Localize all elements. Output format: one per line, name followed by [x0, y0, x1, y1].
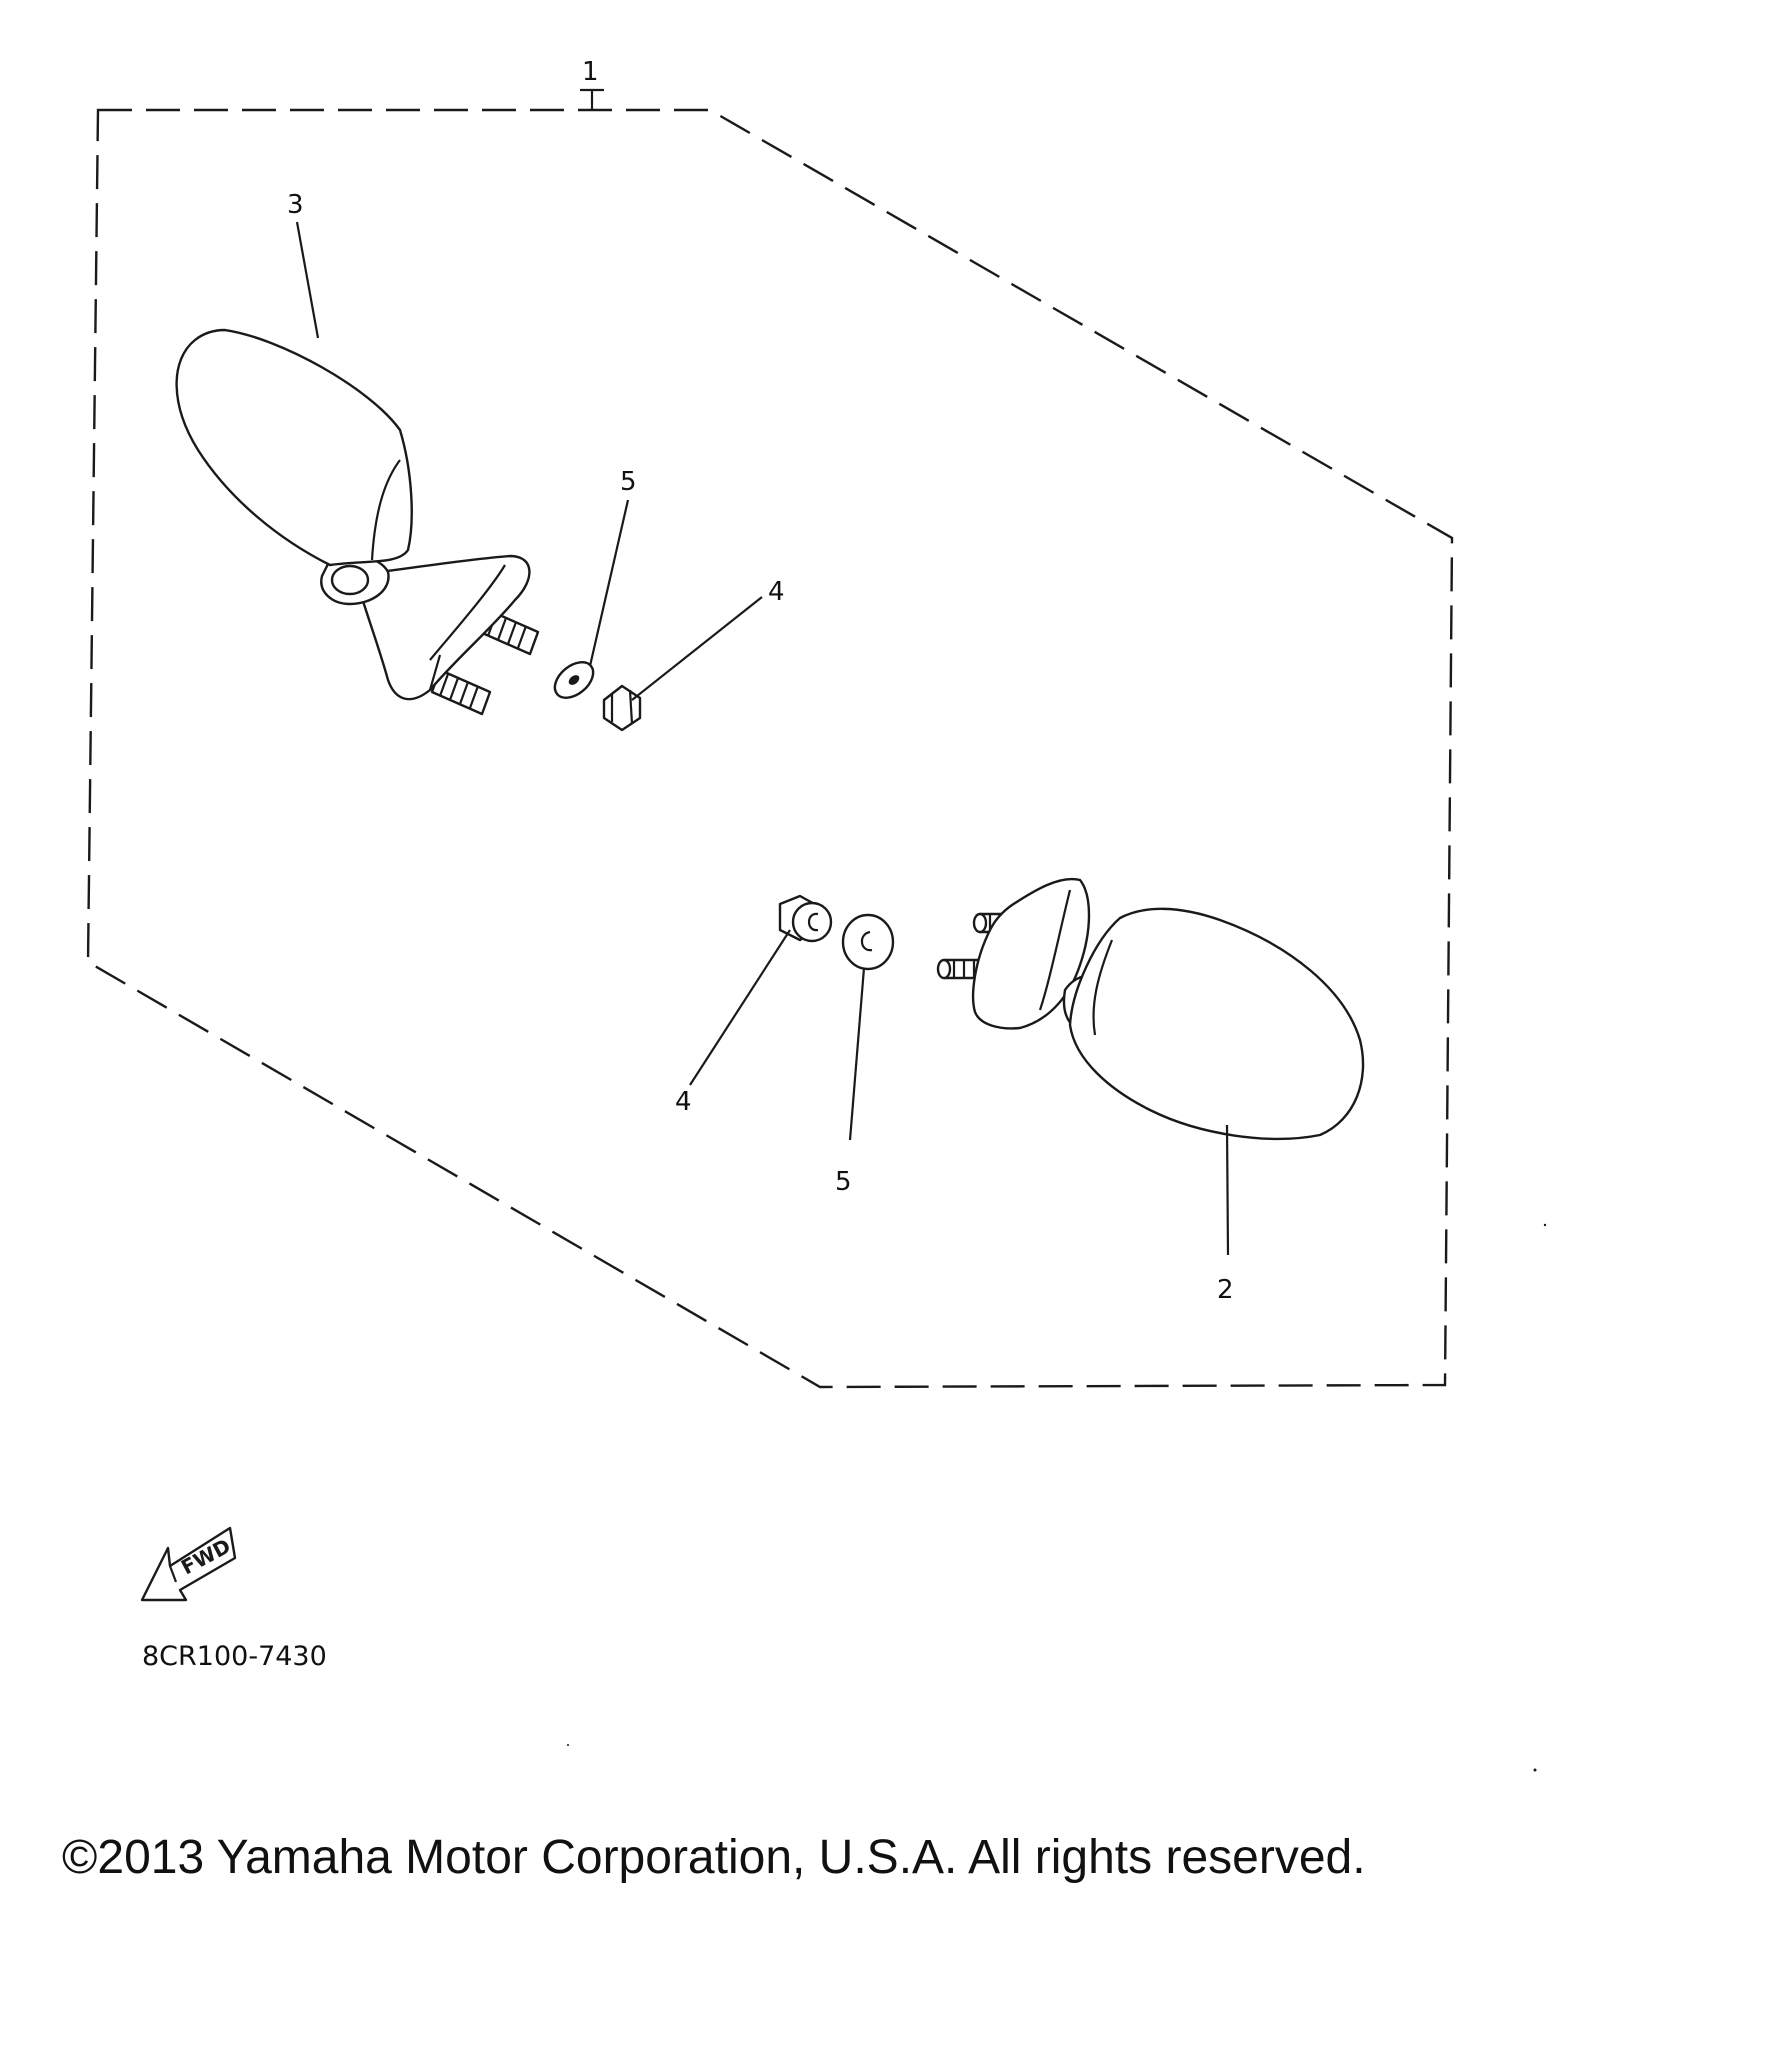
callout-2[interactable]: 2 — [1217, 1124, 1234, 1305]
callout-3[interactable]: 3 — [287, 190, 320, 339]
callout-4-lower-label: 4 — [675, 1087, 692, 1117]
callout-4-lower[interactable]: 4 — [675, 929, 791, 1117]
callout-2-label: 2 — [1217, 1275, 1234, 1305]
fwd-arrow-icon: FWD — [140, 1526, 237, 1602]
callout-5-upper[interactable]: 5 — [588, 467, 637, 667]
washer-lower[interactable] — [841, 913, 895, 971]
nut-lower[interactable] — [778, 894, 833, 943]
nut-upper[interactable] — [602, 684, 642, 732]
mirror-left[interactable] — [175, 328, 540, 716]
callout-3-label: 3 — [287, 190, 304, 220]
callout-4-upper[interactable]: 4 — [631, 577, 785, 701]
mirror-right-base — [971, 877, 1091, 1030]
callout-5-lower[interactable]: 5 — [835, 967, 866, 1197]
callout-1[interactable]: 1 — [580, 57, 604, 110]
callout-5-lower-label: 5 — [835, 1167, 852, 1197]
mirror-left-housing — [175, 328, 413, 567]
callout-4-upper-label: 4 — [768, 577, 785, 607]
kit-boundary — [86, 108, 1454, 1389]
callout-1-label: 1 — [582, 57, 599, 87]
copyright-notice: ©2013 Yamaha Motor Corporation, U.S.A. A… — [62, 1831, 1366, 1884]
callout-5-upper-label: 5 — [620, 467, 637, 497]
washer-upper[interactable] — [548, 655, 600, 705]
mirror-right[interactable] — [936, 877, 1365, 1140]
mirror-right-housing — [1068, 907, 1365, 1140]
reference-code: 8CR100-7430 — [142, 1641, 327, 1672]
